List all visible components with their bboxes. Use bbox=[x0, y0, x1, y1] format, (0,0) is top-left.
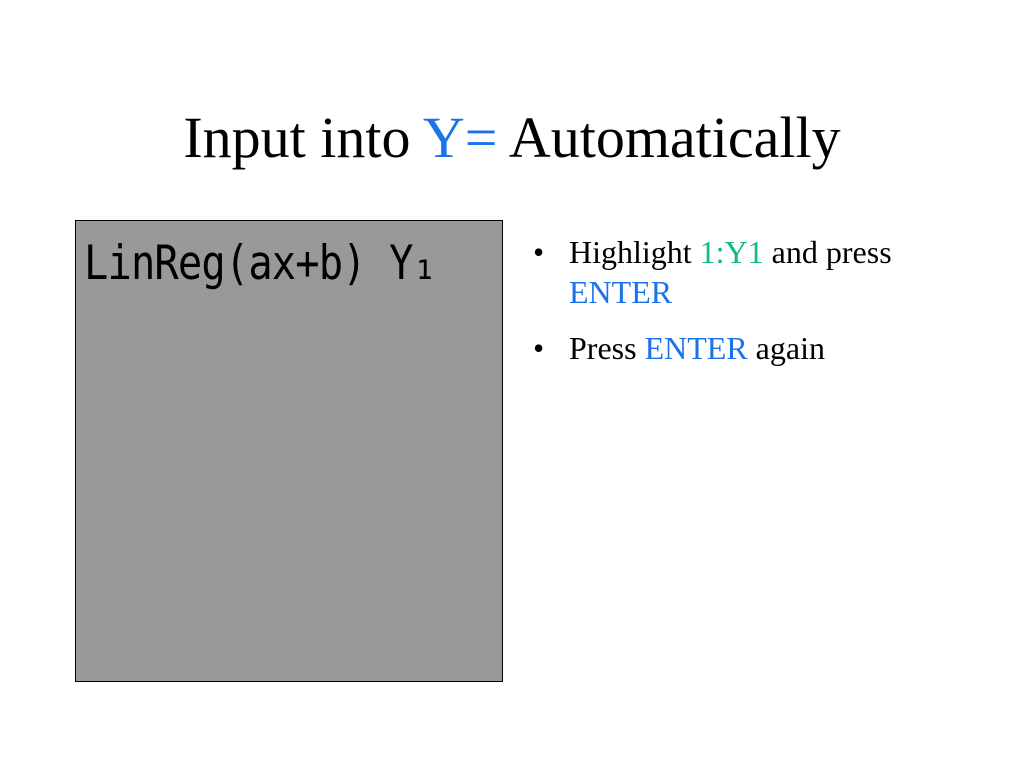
bullet-text: and press bbox=[771, 234, 892, 270]
bullet-text: Press bbox=[569, 330, 637, 366]
slide-title: Input into Y= Automatically bbox=[0, 100, 1024, 176]
bullet-dot: • bbox=[533, 234, 545, 270]
bullet-list: • Highlight 1:Y1 and press ENTER • Press… bbox=[533, 232, 973, 384]
bullet-item-press-enter: • Press ENTER again bbox=[533, 328, 973, 368]
bullet-item-highlight: • Highlight 1:Y1 and press ENTER bbox=[533, 232, 973, 312]
bullet-key-enter: ENTER bbox=[569, 274, 673, 310]
bullet-highlight-y1: 1:Y1 bbox=[699, 234, 764, 270]
calculator-screen-text: LinReg(ax+b) Y₁ bbox=[84, 236, 437, 291]
title-text-1: Input into bbox=[183, 105, 411, 170]
bullet-text: again bbox=[755, 330, 825, 366]
bullet-key-enter: ENTER bbox=[644, 330, 748, 366]
calculator-screen: LinReg(ax+b) Y₁ bbox=[75, 220, 503, 682]
bullet-text: Highlight bbox=[569, 234, 692, 270]
title-text-2: Automatically bbox=[508, 105, 841, 170]
title-accent: Y= bbox=[422, 105, 498, 170]
bullet-dot: • bbox=[533, 330, 545, 366]
